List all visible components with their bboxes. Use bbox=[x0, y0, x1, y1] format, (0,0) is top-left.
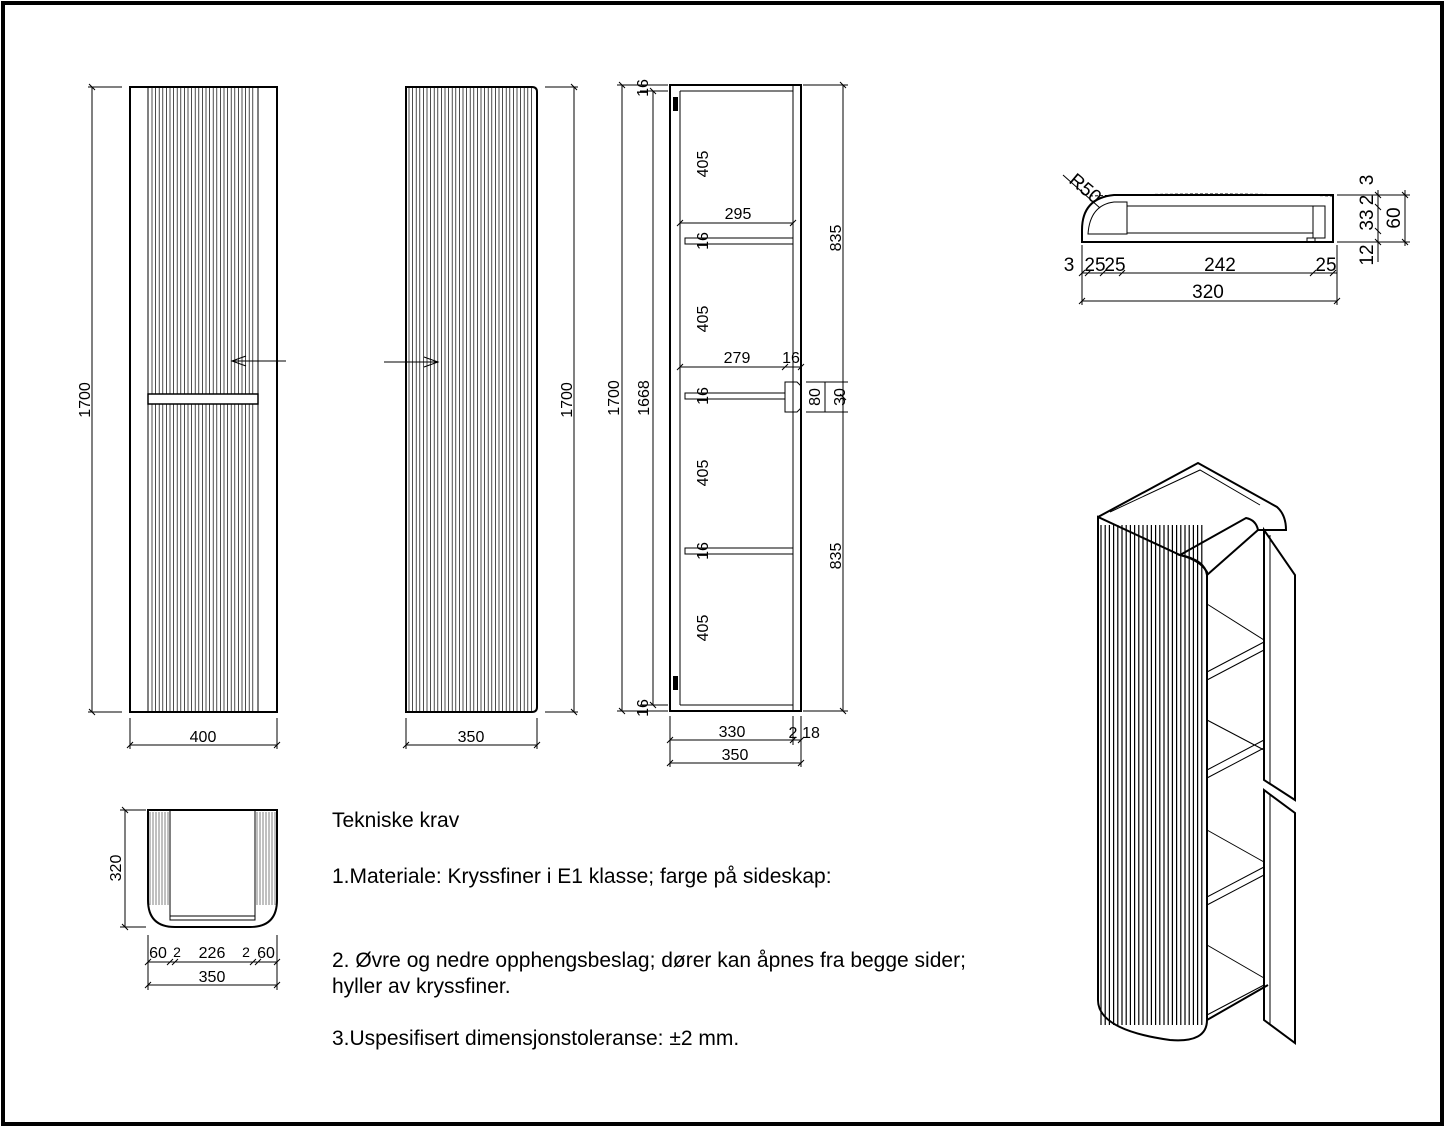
top-right-bottom: 12 bbox=[1357, 244, 1378, 265]
lower-half-label: 835 bbox=[828, 543, 845, 570]
top-dim-3: 25 bbox=[1104, 255, 1125, 276]
plan-flutes bbox=[149, 812, 276, 905]
notes-item-2: 2. Øvre og nedre opphengsbeslag; dører k… bbox=[332, 949, 966, 998]
overall-inner-height: 1668 bbox=[636, 380, 653, 416]
top-dim-4: 242 bbox=[1204, 255, 1236, 276]
top-right-small-3: 3 bbox=[1357, 175, 1378, 186]
front-view: 1700 400 bbox=[77, 83, 286, 749]
bottom-total-label: 350 bbox=[722, 747, 749, 764]
top-section-detail: R50 3 25 25 242 25 320 2 3 33 60 12 bbox=[1062, 170, 1410, 305]
inner-width-top-label: 295 bbox=[725, 206, 752, 223]
side-height-label: 1700 bbox=[559, 382, 576, 418]
mid-gap-label: 16 bbox=[782, 350, 800, 367]
top-dim-2: 25 bbox=[1084, 255, 1105, 276]
compartment-3-label: 405 bbox=[695, 460, 712, 487]
isometric-view bbox=[1097, 461, 1296, 1045]
radius-label: R50 bbox=[1065, 170, 1105, 208]
side-view: 1700 350 bbox=[384, 83, 578, 749]
top-dim-1: 3 bbox=[1064, 255, 1075, 276]
shelf-3-thickness: 16 bbox=[695, 542, 712, 560]
shelf-1-thickness: 16 bbox=[695, 232, 712, 250]
plan-part-3: 226 bbox=[199, 945, 226, 962]
section-view: 405 405 405 405 16 16 16 295 279 16 80 3… bbox=[606, 79, 849, 767]
iso-flutes bbox=[1100, 525, 1203, 1025]
bottom-gap-label: 2 bbox=[789, 725, 798, 742]
bottom-inner-label: 330 bbox=[719, 724, 746, 741]
compartment-2-label: 405 bbox=[695, 306, 712, 333]
inner-width-mid-label: 279 bbox=[724, 350, 751, 367]
plan-part-2: 2 bbox=[173, 944, 181, 960]
compartment-1-label: 405 bbox=[695, 151, 712, 178]
side-flutes bbox=[408, 88, 532, 711]
top-total-label: 320 bbox=[1192, 282, 1224, 303]
front-height-label: 1700 bbox=[77, 382, 94, 418]
top-board-label: 16 bbox=[635, 79, 652, 97]
plan-part-5: 60 bbox=[257, 945, 275, 962]
top-right-total: 60 bbox=[1384, 207, 1405, 228]
notes-item-1: 1.Materiale: Kryssfiner i E1 klasse; far… bbox=[332, 865, 832, 888]
bracket-b-label: 30 bbox=[832, 388, 849, 406]
top-right-mid: 33 bbox=[1357, 209, 1378, 230]
plan-part-1: 60 bbox=[149, 945, 167, 962]
shelf-2-thickness: 16 bbox=[695, 387, 712, 405]
overall-outer-height: 1700 bbox=[606, 380, 623, 416]
bottom-board-label: 16 bbox=[635, 699, 652, 717]
upper-half-label: 835 bbox=[828, 225, 845, 252]
notes-item-3: 3.Uspesifisert dimensjonstoleranse: ±2 m… bbox=[332, 1027, 740, 1050]
plan-view: 320 60 2 226 2 60 350 bbox=[108, 806, 281, 990]
technical-notes: Tekniske krav 1.Materiale: Kryssfiner i … bbox=[332, 808, 1032, 1052]
notes-title: Tekniske krav bbox=[332, 809, 460, 832]
front-width-label: 400 bbox=[190, 729, 217, 746]
top-dim-5: 25 bbox=[1315, 255, 1336, 276]
top-right-small-2: 2 bbox=[1357, 195, 1378, 206]
plan-depth-label: 320 bbox=[108, 855, 125, 882]
plan-total-label: 350 bbox=[199, 969, 226, 986]
compartment-4-label: 405 bbox=[695, 615, 712, 642]
bottom-side-label: 18 bbox=[802, 725, 820, 742]
side-width-label: 350 bbox=[458, 729, 485, 746]
door-split-handle bbox=[147, 393, 259, 405]
bracket-a-label: 80 bbox=[807, 388, 824, 406]
plan-part-4: 2 bbox=[242, 944, 250, 960]
